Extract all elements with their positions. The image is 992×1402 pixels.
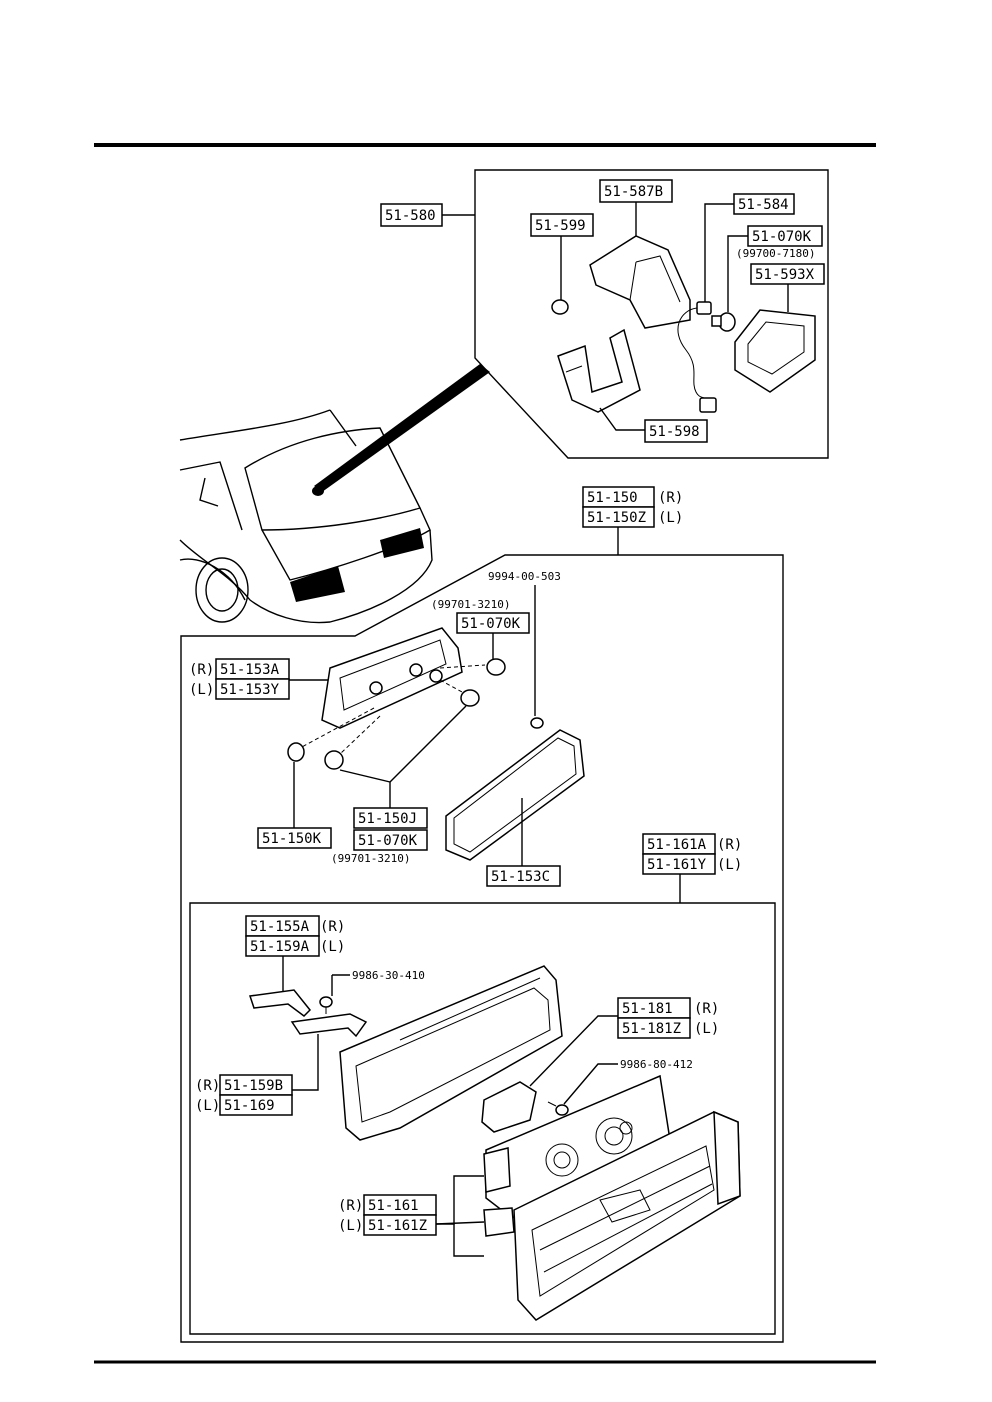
label-51-153a: 51-153A [220,662,280,678]
cover-part-icon [589,235,691,329]
moulding-strip-icon [249,989,312,1017]
side-l-51-159a: (L) [320,939,345,955]
label-51-070k-mid: 51-070K [461,616,521,632]
bulb-icon-c [324,750,344,770]
label-51-150z: 51-150Z [587,510,646,526]
side-l-51-161z: (L) [338,1218,363,1234]
car-rear-illustration [179,409,433,624]
label-51-161z: 51-161Z [368,1218,427,1234]
note-99701-3210-b: (99701-3210) [331,852,410,865]
wire-harness-icon [677,301,717,413]
side-l-51-161y: (L) [717,857,742,873]
reflector-icon [481,1081,537,1133]
label-51-598: 51-598 [649,424,700,440]
socket-plate-icon [321,627,463,729]
bulb-icon-b [287,742,305,762]
side-lens-icon-b [483,1207,515,1237]
label-51-161a: 51-161A [647,837,707,853]
bulb-icon-mid [486,658,506,676]
nut-icon [530,717,544,729]
side-l-51-153y: (L) [189,682,214,698]
pointer-wedge [314,364,490,492]
label-51-155a: 51-155A [250,919,310,935]
side-l-51-150z: (L) [658,510,683,526]
label-51-584: 51-584 [738,197,789,213]
label-51-580: 51-580 [385,208,436,224]
note-9986-80-412: 9986-80-412 [620,1058,693,1071]
side-r-51-150: (R) [658,490,683,506]
grommet-icon [551,299,569,315]
note-99700-7180: (99700-7180) [736,247,815,260]
label-51-070k-low: 51-070K [358,833,418,849]
gasket-icon [445,729,585,861]
lamp-housing-icon [734,309,816,393]
label-51-159a: 51-159A [250,939,310,955]
side-r-51-181: (R) [694,1001,719,1017]
label-51-150j: 51-150J [358,811,417,827]
note-9994-00-503: 9994-00-503 [488,570,561,583]
hmsl-detail-frame [474,169,829,459]
label-51-161: 51-161 [368,1198,419,1214]
label-51-153c: 51-153C [491,869,550,885]
note-99701-3210-a: (99701-3210) [431,598,510,611]
label-51-181z: 51-181Z [622,1021,681,1037]
lamp-housing-body-icon [339,965,563,1141]
bulb-icon-a [460,689,480,707]
side-r-51-161a: (R) [717,837,742,853]
bracket-icon [557,328,641,413]
note-9986-30-410: 9986-30-410 [352,969,425,982]
label-51-150k: 51-150K [262,831,322,847]
side-l-51-169: (L) [195,1098,220,1114]
lamp-assy-frame [180,554,784,1343]
label-51-593x: 51-593X [755,267,815,283]
label-51-169: 51-169 [224,1098,275,1114]
side-r-51-155a: (R) [320,919,345,935]
outer-lens-icon [513,1110,741,1321]
label-51-150: 51-150 [587,490,638,506]
side-r-51-153a: (R) [189,662,214,678]
garnish-strip-icon [290,1013,368,1038]
side-r-51-161: (R) [338,1198,363,1214]
label-51-161y: 51-161Y [647,857,707,873]
side-r-51-159b: (R) [195,1078,220,1094]
screw-icon-b [547,1101,569,1116]
label-51-587b: 51-587B [604,184,663,200]
lens-assy-frame [189,902,776,1335]
label-51-599: 51-599 [535,218,586,234]
label-51-070k-top: 51-070K [752,229,812,245]
side-lens-icon-a [483,1147,511,1193]
label-51-159b: 51-159B [224,1078,283,1094]
label-51-181: 51-181 [622,1001,673,1017]
side-l-51-181z: (L) [694,1021,719,1037]
bulb-icon [711,312,736,332]
screw-icon-a [319,996,333,1014]
label-51-153y: 51-153Y [220,682,280,698]
